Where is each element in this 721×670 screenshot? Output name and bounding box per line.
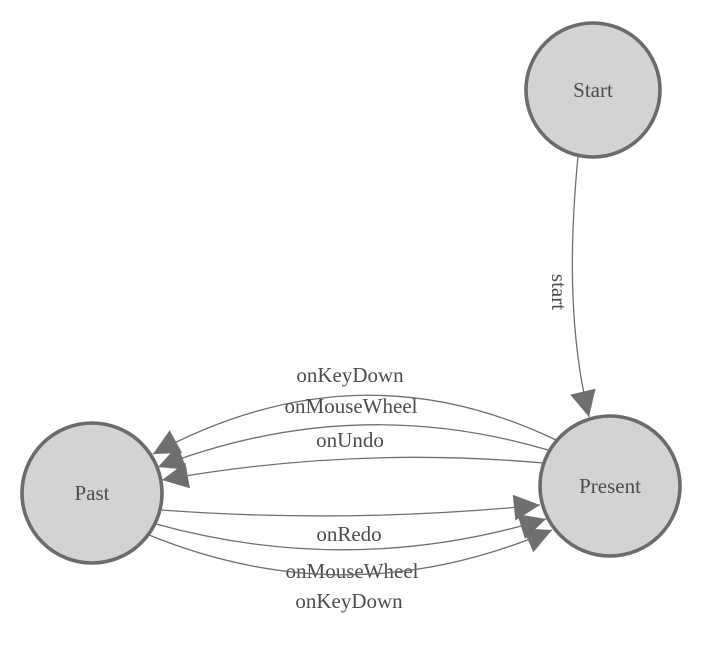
arrowhead-icon <box>517 514 546 539</box>
transition-edge <box>571 155 590 418</box>
transition-label: onUndo <box>316 428 384 452</box>
transition-label: onMouseWheel <box>286 559 419 583</box>
transition-present-to-past-onundo: onUndo <box>161 428 544 489</box>
state-circle <box>538 414 682 558</box>
transition-edge <box>155 518 547 551</box>
state-circle <box>20 421 164 565</box>
transition-past-to-present-onmousewheel: onMouseWheel <box>155 514 547 583</box>
arrowhead-icon <box>512 494 540 521</box>
transition-label: onMouseWheel <box>285 394 418 418</box>
arrowhead-icon <box>162 462 190 489</box>
arrowhead-icon <box>153 430 183 454</box>
transition-edge <box>160 504 541 517</box>
state-node-start: Start <box>524 21 662 159</box>
transition-edge <box>157 424 549 468</box>
transition-edge <box>152 394 557 455</box>
arrowhead-icon <box>522 528 552 553</box>
state-node-label: Past <box>74 481 109 505</box>
state-node-label: Start <box>573 78 613 102</box>
transition-edge <box>161 456 544 481</box>
transition-present-to-past-onmousewheel: onMouseWheel <box>157 394 549 470</box>
state-node-present: Present <box>538 414 682 558</box>
arrowhead-icon <box>570 388 596 417</box>
state-node-label: Present <box>579 474 641 498</box>
state-node-past: Past <box>20 421 164 565</box>
transition-label: start <box>547 274 571 310</box>
transition-past-to-present-onkeydown: onKeyDown <box>148 528 553 613</box>
transition-label: onRedo <box>316 522 381 546</box>
transition-past-to-present-onredo: onRedo <box>160 494 541 546</box>
state-circle <box>524 21 662 159</box>
arrowhead-icon <box>158 445 187 470</box>
transition-label: onKeyDown <box>295 589 403 613</box>
transition-present-to-past-onkeydown: onKeyDown <box>152 363 557 455</box>
transition-label: onKeyDown <box>296 363 404 387</box>
transition-start-to-present: start <box>547 155 596 418</box>
transition-edge <box>148 529 553 576</box>
